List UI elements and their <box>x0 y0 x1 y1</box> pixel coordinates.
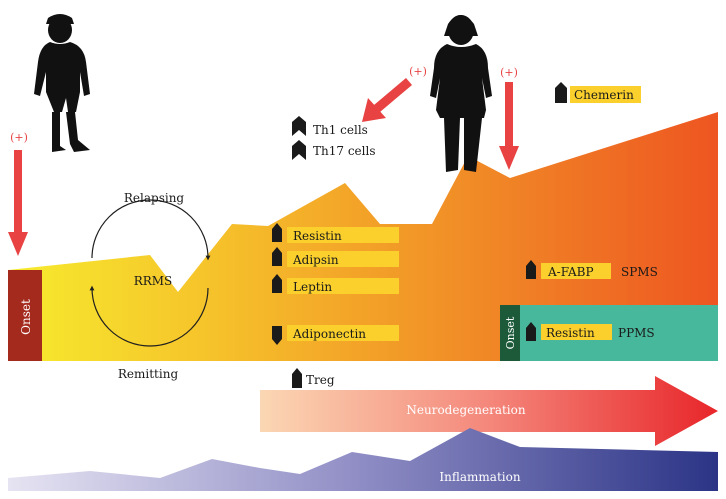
plus-sign-left: (+) <box>10 131 28 144</box>
afabp-up-arrow-icon <box>526 260 536 279</box>
ppms-resistin-up-arrow-icon <box>526 322 536 341</box>
male-silhouette <box>34 14 90 152</box>
th17-label: Th17 cells <box>313 144 375 158</box>
spms-label: SPMS <box>621 265 658 279</box>
leptin-up-arrow-icon <box>272 274 282 293</box>
plus-arrow-left: (+) <box>8 131 28 256</box>
relapsing-label: Relapsing <box>124 191 185 205</box>
resistin-up-arrow-icon <box>272 223 282 242</box>
treg-label: Treg <box>306 373 335 387</box>
cycle-arc-bottom <box>89 285 209 347</box>
adipsin-label: Adipsin <box>292 253 339 267</box>
ppms-resistin-box <box>541 324 612 340</box>
neurodegeneration-label: Neurodegeneration <box>406 403 525 417</box>
adipsin-up-arrow-icon <box>272 247 282 266</box>
plus-sign-right: (+) <box>500 66 518 79</box>
leptin-box <box>287 278 399 294</box>
inflammation-band <box>8 428 718 491</box>
leptin-label: Leptin <box>293 280 332 294</box>
onset-label-left: Onset <box>19 299 33 335</box>
rrms-cycle: Relapsing RRMS Remitting <box>89 191 211 381</box>
chemerin-up-arrow-icon <box>555 82 567 103</box>
adiponectin-box <box>287 325 399 341</box>
adipsin-box <box>287 251 399 267</box>
ppms-resistin-label: Resistin <box>546 326 595 340</box>
adiponectin-label: Adiponectin <box>292 327 366 341</box>
spms-group: A-FABP SPMS <box>526 260 658 279</box>
female-silhouette <box>430 15 492 172</box>
treg-up-arrow-icon <box>292 368 302 388</box>
onset-block-left <box>8 270 42 361</box>
remitting-label: Remitting <box>118 367 179 381</box>
ppms-label: PPMS <box>618 326 655 340</box>
resistin-label: Resistin <box>293 229 342 243</box>
neurodegeneration-arrow <box>260 376 718 446</box>
chemerin-label: Chemerin <box>574 88 634 102</box>
th17-up-arrow-icon <box>292 140 306 160</box>
chemerin-box <box>570 86 641 103</box>
plus-arrow-middle: (+) <box>362 65 427 122</box>
cycle-arc-top <box>91 199 211 261</box>
adiponectin-down-arrow-icon <box>272 326 282 345</box>
adipokines-group: Resistin Adipsin Leptin Adiponectin Treg <box>272 223 399 388</box>
plus-sign-middle: (+) <box>409 65 427 78</box>
tcells-group: Th1 cells Th17 cells <box>292 116 375 160</box>
th1-label: Th1 cells <box>313 123 368 137</box>
afabp-box <box>541 263 611 279</box>
afabp-label: A-FABP <box>547 265 594 279</box>
onset-block-right <box>500 305 520 361</box>
rrms-label: RRMS <box>134 274 173 288</box>
ppms-group: Resistin PPMS <box>526 322 655 341</box>
onset-label-right: Onset <box>504 316 517 349</box>
plus-arrow-right: (+) <box>499 66 519 170</box>
th1-up-arrow-icon <box>292 116 306 136</box>
inflammation-label: Inflammation <box>439 470 520 484</box>
resistin-box <box>287 227 399 243</box>
chemerin-marker: Chemerin <box>555 82 641 103</box>
